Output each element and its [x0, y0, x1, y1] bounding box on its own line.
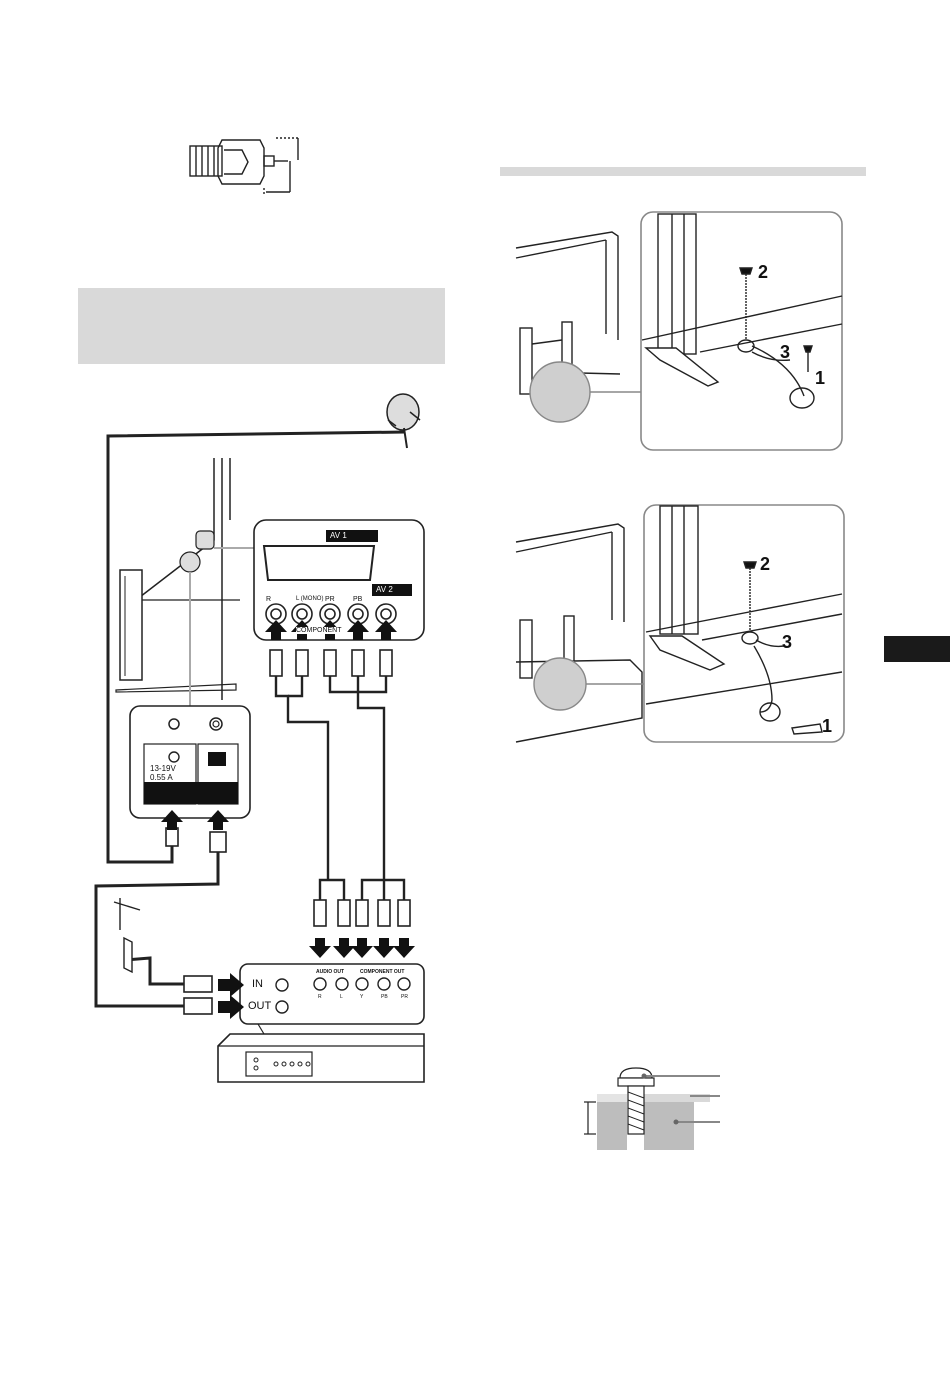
recorder-out-label: OUT	[248, 1000, 271, 1012]
label-pb: PB	[353, 596, 362, 603]
stand-bottom-step-2: 2	[760, 554, 770, 575]
stand-bottom-step-1: 1	[822, 716, 832, 737]
stand-top-step-1: 1	[815, 368, 825, 389]
recorder-jack-y: Y	[360, 994, 363, 1000]
screw-cross-section	[580, 1060, 730, 1160]
section-header-box	[78, 288, 445, 364]
recorder-in-label: IN	[252, 978, 263, 990]
label-component: COMPONENT	[296, 627, 342, 634]
satellite-dish-icon	[387, 394, 420, 448]
av1-number: 1	[342, 531, 346, 540]
label-audio-l: L (MONO)	[296, 596, 323, 602]
recorder-component-out-label: COMPONENT OUT	[360, 969, 404, 975]
label-pr: PR	[325, 596, 335, 603]
av1-label: AV	[330, 531, 340, 540]
connection-diagram	[90, 390, 450, 1090]
recorder-jack-r: R	[318, 994, 322, 1000]
label-audio-r: R	[266, 596, 271, 603]
stand-top-step-2: 2	[758, 262, 768, 283]
coax-plug-diagram	[180, 130, 310, 200]
recorder-jack-l: L	[340, 994, 343, 1000]
av1-badge: AV 1	[326, 530, 378, 542]
av2-number: 2	[388, 585, 392, 594]
stand-diagram-bottom	[510, 500, 850, 750]
satellite-voltage: 13-19V	[150, 764, 176, 773]
av2-label: AV	[376, 585, 386, 594]
section-rule	[500, 167, 866, 176]
satellite-current: 0.55 A	[150, 773, 173, 782]
stand-top-step-3: 3	[780, 342, 790, 363]
av2-badge: AV 2	[372, 584, 412, 596]
recorder-jack-pr: PR	[401, 994, 408, 1000]
chapter-tab	[884, 636, 950, 662]
antenna-icon	[114, 898, 140, 972]
stand-bottom-step-3: 3	[782, 632, 792, 653]
stand-diagram-top	[510, 205, 850, 455]
recorder-jack-pb: PB	[381, 994, 388, 1000]
recorder-audio-out-label: AUDIO OUT	[316, 969, 344, 975]
